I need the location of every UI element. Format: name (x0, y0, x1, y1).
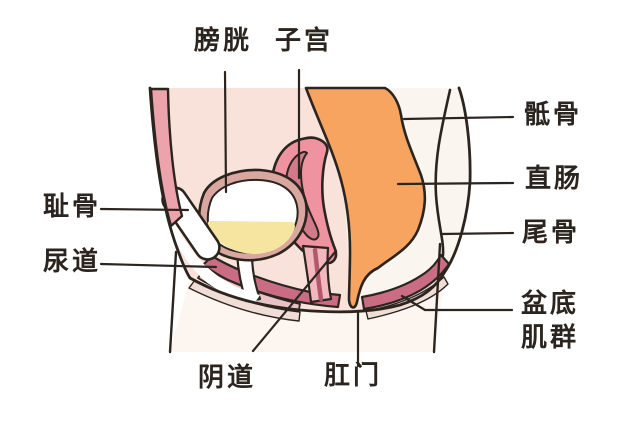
pelvic-floor-dark-right (360, 253, 451, 311)
leader-sacrum (402, 115, 515, 121)
label-sacrum: 骶骨 (523, 100, 583, 130)
label-urethra: 尿道 (42, 247, 102, 277)
leader-urethra (99, 262, 218, 269)
label-pubic-bone: 耻骨 (42, 192, 102, 222)
label-vagina: 阴道 (197, 363, 257, 393)
retropubic-space (162, 205, 260, 304)
bladder-urine (207, 221, 295, 254)
label-uterus: 子宫 (274, 26, 334, 56)
label-pelvic-floor: 盆底 肌群 (521, 287, 579, 355)
pelvic-floor-dark-left (201, 254, 342, 309)
leader-pubic-bone (99, 207, 190, 212)
leader-lines (99, 68, 515, 368)
leader-coccyx (439, 231, 515, 236)
front-body-outline (148, 86, 192, 280)
label-anus: 肛门 (323, 361, 383, 391)
label-pelvic-floor-line2: 肌群 (521, 323, 580, 353)
label-coccyx: 尾骨 (521, 218, 581, 248)
rectum-shape (304, 86, 427, 309)
leader-bladder (223, 70, 228, 194)
perineum-outline (188, 268, 448, 314)
leader-rectum (396, 181, 515, 186)
vagina-lumen (312, 247, 324, 302)
right-crop-line (432, 242, 442, 354)
back-body-outline (444, 86, 472, 272)
label-bladder: 膀胱 (193, 26, 253, 56)
label-rectum: 直肠 (524, 164, 584, 194)
leader-pelvic-floor (400, 294, 514, 312)
label-pelvic-floor-line1: 盆底 (521, 289, 580, 319)
leader-vagina (251, 249, 338, 353)
urethra-shape (235, 251, 262, 303)
left-crop-line (168, 250, 178, 354)
